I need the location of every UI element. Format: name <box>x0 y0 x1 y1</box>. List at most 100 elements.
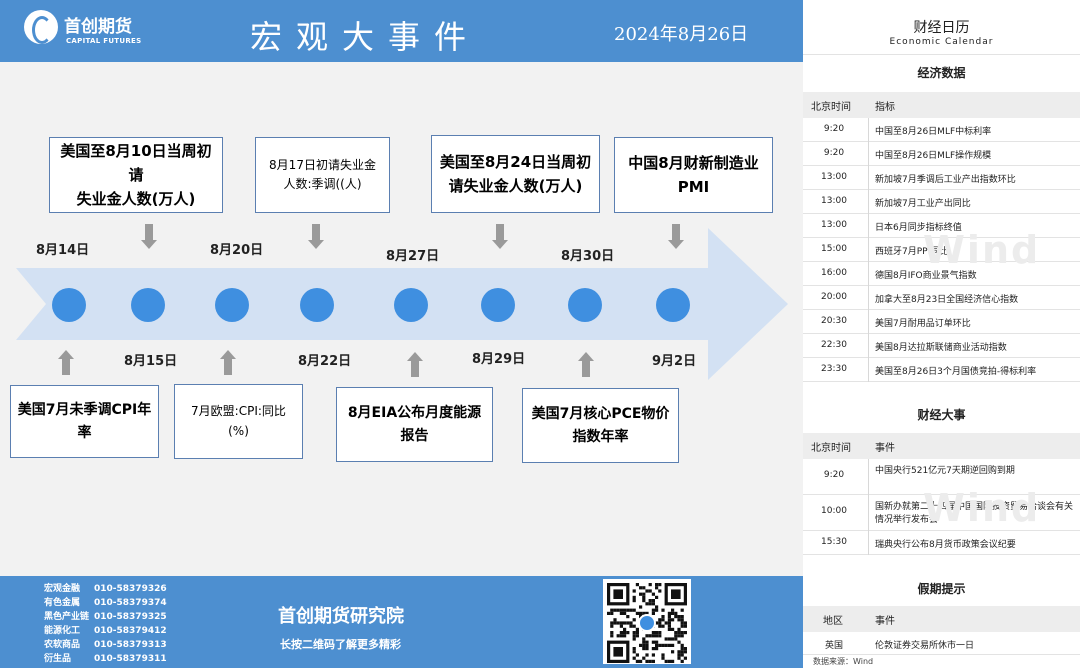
event-box: 美国7月核心PCE物价指数年率 <box>522 388 679 463</box>
row-item: 国新办就第二十四届中国国际投资贸易洽谈会有关情况举行发布会 <box>875 502 1074 525</box>
row-time: 9:20 <box>823 124 845 134</box>
logo-text-cn: 首创期货 <box>64 17 132 37</box>
row-time: 23:30 <box>821 364 847 374</box>
down-arrow-icon <box>492 224 508 249</box>
down-arrow-icon <box>668 224 684 249</box>
col-time-header: 北京时间 <box>811 102 851 113</box>
row-item: 美国7月耐用品订单环比 <box>875 319 971 329</box>
table-row: 13:00 新加坡7月工业产出同比 <box>803 190 1080 214</box>
holiday-title: 假期提示 <box>917 582 966 596</box>
calendar-subtitle: Economic Calendar <box>889 37 994 47</box>
up-arrow-icon <box>58 350 74 375</box>
timeline-node <box>568 288 602 322</box>
timeline-arrow <box>16 228 788 380</box>
row-item: 美国8月达拉斯联储商业活动指数 <box>875 343 1007 353</box>
holiday-region: 英国 <box>824 641 843 651</box>
col-time-header: 北京时间 <box>811 443 851 454</box>
events-table-header: 北京时间 事件 <box>803 433 1080 459</box>
company-logo: 首创期货 CAPITAL FUTURES <box>24 10 144 50</box>
events-title: 财经大事 <box>917 408 966 422</box>
row-time: 13:00 <box>821 196 847 206</box>
down-arrow-icon <box>308 224 324 249</box>
row-time: 13:00 <box>821 172 847 182</box>
timeline-date: 8月27日 <box>386 249 440 264</box>
table-row: 20:30 美国7月耐用品订单环比 <box>803 310 1080 334</box>
calendar-title: 财经日历 <box>913 20 970 36</box>
col-region-header: 地区 <box>823 616 843 627</box>
timeline-node <box>52 288 86 322</box>
timeline-date: 8月14日 <box>36 243 90 258</box>
timeline-date: 9月2日 <box>652 354 697 369</box>
data-source: 数据来源：Wind <box>813 657 874 666</box>
timeline-date: 8月29日 <box>472 352 526 367</box>
timeline-date: 8月22日 <box>298 354 352 369</box>
report-date: 2024年8月26日 <box>614 24 749 45</box>
row-item: 中国至8月26日MLF操作规模 <box>875 151 992 161</box>
table-row: 9:20 中国央行521亿元7天期逆回购到期 <box>803 459 1080 495</box>
wind-watermark: Wind <box>923 486 1041 530</box>
event-box: 7月欧盟:CPI:同比(%) <box>174 384 303 459</box>
table-row: 13:00 新加坡7月季调后工业产出指数环比 <box>803 166 1080 190</box>
row-item: 中国至8月26日MLF中标利率 <box>875 127 992 137</box>
col-item-header: 事件 <box>875 443 895 454</box>
holiday-event: 伦敦证券交易所休市一日 <box>875 641 975 651</box>
econ-data-title: 经济数据 <box>917 66 966 80</box>
row-item: 日本6月同步指标终值 <box>875 223 962 233</box>
timeline-node <box>656 288 690 322</box>
timeline-node <box>481 288 515 322</box>
row-item: 中国央行521亿元7天期逆回购到期 <box>875 466 1015 476</box>
col-item-header: 事件 <box>875 616 895 627</box>
row-time: 13:00 <box>821 220 847 230</box>
wind-watermark: Wind <box>923 228 1041 272</box>
footer-subtitle: 长按二维码了解更多精彩 <box>280 638 401 651</box>
row-time: 20:00 <box>821 292 847 302</box>
holiday-table-header: 地区 事件 <box>803 606 1080 632</box>
timeline-date: 8月15日 <box>124 354 178 369</box>
table-row: 20:00 加拿大至8月23日全国经济信心指数 <box>803 286 1080 310</box>
timeline-node <box>300 288 334 322</box>
logo-emblem-icon <box>24 10 58 44</box>
timeline-panel: 首创期货 CAPITAL FUTURES 宏观大事件 2024年8月26日 8月… <box>0 0 803 668</box>
timeline-date: 8月30日 <box>561 249 615 264</box>
table-row: 15:00 西班牙7月PPI同比 <box>803 238 1080 262</box>
row-item: 美国至8月26日3个月国债竞拍-得标利率 <box>875 367 1037 377</box>
row-time: 9:20 <box>823 148 845 158</box>
row-item: 西班牙7月PPI同比 <box>875 247 949 257</box>
row-item: 新加坡7月季调后工业产出指数环比 <box>875 175 1016 185</box>
table-row: 13:00 日本6月同步指标终值 <box>803 214 1080 238</box>
up-arrow-icon <box>578 352 594 377</box>
timeline-node <box>394 288 428 322</box>
row-item: 加拿大至8月23日全国经济信心指数 <box>875 295 1019 305</box>
row-time: 9:20 <box>823 470 845 480</box>
table-row: 9:20 中国至8月26日MLF中标利率 <box>803 118 1080 142</box>
event-box: 美国至8月24日当周初请失业金人数(万人) <box>431 135 600 213</box>
up-arrow-icon <box>220 350 236 375</box>
event-box: 美国7月未季调CPI年率 <box>10 385 159 458</box>
footer-title: 首创期货研究院 <box>278 606 404 627</box>
col-item-header: 指标 <box>875 102 895 113</box>
calendar-panel: 财经日历 Economic Calendar 经济数据 北京时间 指标 9:20… <box>803 0 1080 668</box>
up-arrow-icon <box>407 352 423 377</box>
row-item: 德国8月IFO商业景气指数 <box>875 271 977 281</box>
logo-text-en: CAPITAL FUTURES <box>66 37 142 45</box>
timeline-node <box>215 288 249 322</box>
page-title: 宏观大事件 <box>250 18 481 56</box>
row-item: 新加坡7月工业产出同比 <box>875 199 971 209</box>
row-time: 20:30 <box>821 316 847 326</box>
qr-code-icon[interactable] <box>603 579 691 664</box>
table-row: 23:30 美国至8月26日3个月国债竞拍-得标利率 <box>803 358 1080 382</box>
row-time: 15:00 <box>821 244 847 254</box>
event-box: 美国至8月10日当周初请失业金人数(万人) <box>49 137 223 213</box>
econ-table-header: 北京时间 指标 <box>803 92 1080 118</box>
holiday-row: 英国 伦敦证券交易所休市一日 <box>803 632 1080 655</box>
